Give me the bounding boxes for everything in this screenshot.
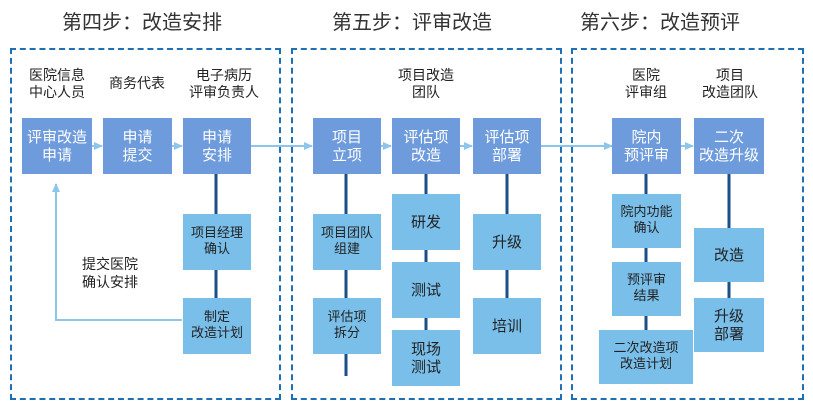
feedback-arrow — [52, 183, 182, 321]
role-label: 项目改造 团队 — [398, 68, 454, 101]
stage-panel-5 — [291, 48, 562, 400]
sub-step-box: 升级 部署 — [694, 298, 764, 352]
role-label: 商务代表 — [109, 76, 165, 92]
role-label: 医院 评审组 — [625, 68, 667, 101]
sub-step-box: 预评审 结果 — [612, 262, 681, 316]
stage-panel-4 — [10, 48, 281, 400]
stage-title: 第四步：改造安排 — [62, 10, 222, 34]
step-box: 申请 安排 — [183, 118, 251, 174]
role-label: 医院信息 中心人员 — [29, 68, 85, 101]
sub-step-box: 项目经理 确认 — [183, 214, 251, 270]
step-box: 项目 立项 — [313, 118, 381, 174]
step-box: 评估项 改造 — [392, 118, 460, 174]
sub-step-box: 评估项 拆分 — [313, 298, 381, 354]
sub-step-box: 项目团队 组建 — [313, 214, 381, 270]
feedback-label: 提交医院 确认安排 — [82, 257, 138, 291]
stage-title: 第五步：评审改造 — [332, 10, 492, 34]
sub-step-box: 二次改造项 改造计划 — [599, 330, 693, 384]
sub-step-box: 培训 — [473, 298, 541, 354]
sub-step-box: 改造 — [694, 228, 764, 282]
step-box: 院内 预评审 — [612, 118, 681, 174]
step-box: 二次 改造升级 — [694, 118, 764, 174]
stage-panel-6 — [571, 48, 804, 400]
sub-step-box: 测试 — [392, 262, 460, 318]
stage-title: 第六步：改造预评 — [580, 10, 740, 34]
sub-step-box: 现场 测试 — [392, 330, 460, 386]
step-box: 申请 提交 — [103, 118, 172, 174]
sub-step-box: 院内功能 确认 — [612, 194, 681, 248]
role-label: 电子病历 评审负责人 — [189, 68, 259, 101]
sub-step-box: 制定 改造计划 — [183, 298, 251, 354]
step-box: 评审改造 申请 — [22, 118, 92, 174]
step-box: 评估项 部署 — [473, 118, 541, 174]
sub-step-box: 研发 — [392, 194, 460, 250]
sub-step-box: 升级 — [473, 214, 541, 270]
role-label: 项目 改造团队 — [702, 68, 758, 101]
